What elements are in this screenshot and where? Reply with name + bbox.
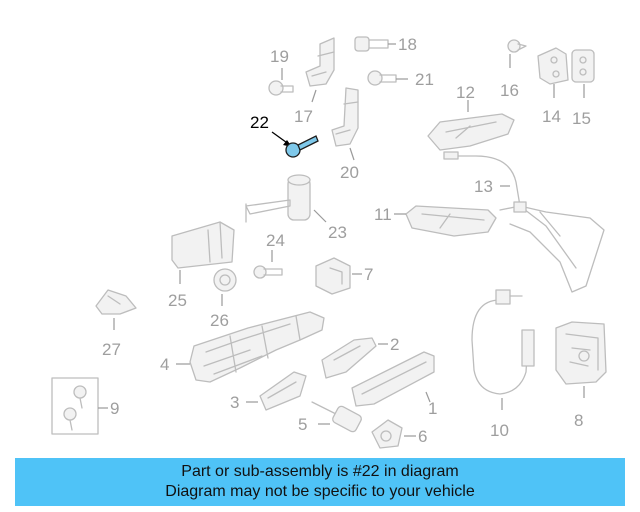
part-17-hinge: [305, 37, 335, 103]
part-6-seal: [371, 419, 416, 449]
part-8-door-latch: [555, 321, 607, 398]
banner-line-2: Diagram may not be specific to your vehi…: [165, 483, 475, 500]
part-12-inner-handle: [427, 100, 515, 151]
callout-20: 20: [340, 163, 359, 182]
part-26-grommet: [213, 268, 237, 306]
part-23-door-check: [245, 174, 327, 223]
callout-16: 16: [500, 81, 519, 100]
part-cable-assembly: [499, 201, 605, 293]
callout-1: 1: [428, 399, 437, 418]
callout-9: 9: [110, 399, 119, 418]
callout-26: 26: [210, 311, 229, 330]
part-2-housing: [321, 337, 388, 379]
callout-10: 10: [490, 421, 509, 440]
callout-5: 5: [298, 415, 307, 434]
part-27-clip: [95, 289, 137, 330]
part-24-pin: [253, 250, 283, 279]
callout-17: 17: [294, 107, 313, 126]
callout-7: 7: [364, 265, 373, 284]
part-18-bolt: [354, 36, 396, 52]
part-25-cover: [171, 221, 235, 284]
callout-22: 22: [250, 113, 269, 132]
callout-19: 19: [270, 47, 289, 66]
part-20-hinge: [331, 87, 359, 161]
callout-8: 8: [574, 411, 583, 430]
callout-6: 6: [418, 427, 427, 446]
part-13-cable: [443, 151, 521, 207]
callout-21: 21: [415, 70, 434, 89]
callout-2: 2: [390, 335, 399, 354]
callout-25: 25: [168, 291, 187, 310]
part-15-shim: [571, 49, 595, 98]
callout-12: 12: [456, 83, 475, 102]
part-14-striker-plate: [537, 47, 569, 98]
part-7-bracket: [315, 257, 362, 295]
part-11-inner-handle: [394, 205, 497, 237]
part-5-lock-cylinder: [311, 401, 362, 433]
callout-14: 14: [542, 107, 561, 126]
callout-13: 13: [474, 177, 493, 196]
banner-line-1: Part or sub-assembly is #22 in diagram: [181, 463, 459, 480]
callout-11: 11: [374, 205, 392, 224]
part-16-screw: [507, 39, 527, 68]
part-1-outer-handle: [351, 351, 435, 407]
callout-3: 3: [230, 393, 239, 412]
part-21-bolt: [367, 70, 408, 86]
part-22-bolt: [271, 131, 319, 158]
callout-24: 24: [266, 231, 285, 250]
part-4-handle-carrier: [176, 311, 325, 383]
parts-diagram: 18 19 17 21 20 22 23: [51, 35, 607, 449]
part-9-clips-box: [51, 377, 108, 435]
callout-18: 18: [398, 35, 417, 54]
part-10-cable: [471, 289, 535, 410]
part-3-gasket: [246, 371, 307, 411]
callout-15: 15: [572, 109, 591, 128]
callout-23: 23: [328, 223, 347, 242]
part-19-bolt: [268, 68, 294, 96]
callout-27: 27: [102, 340, 121, 359]
callout-4: 4: [160, 355, 169, 374]
info-banner: Part or sub-assembly is #22 in diagram D…: [15, 458, 625, 506]
